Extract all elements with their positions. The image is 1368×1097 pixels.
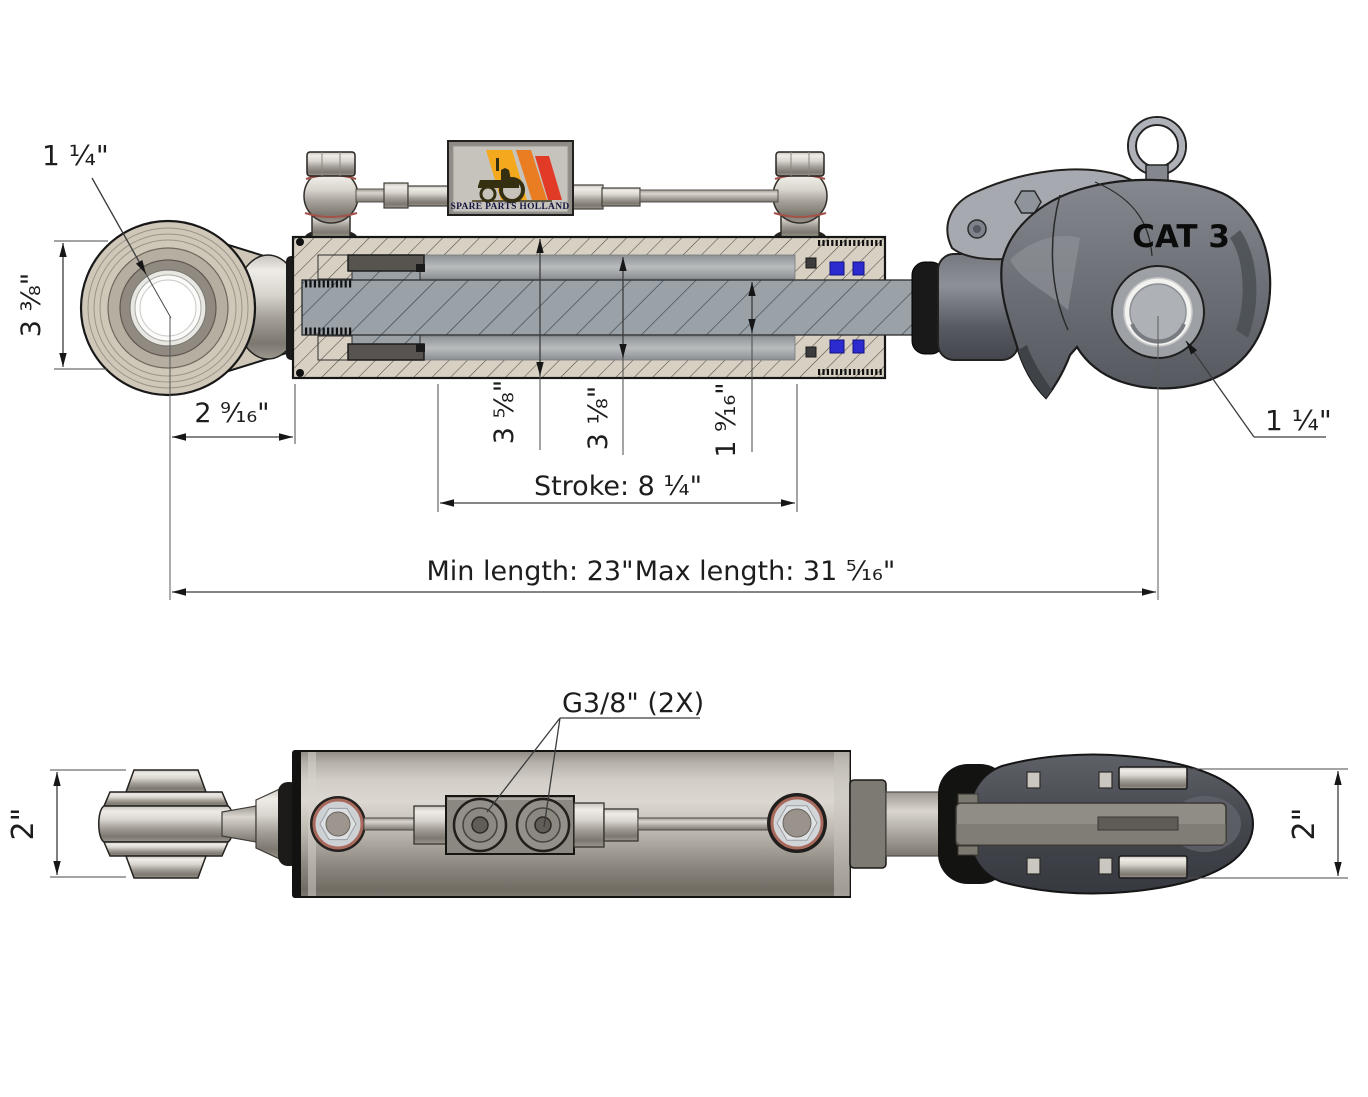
steel-pipe-right <box>639 189 779 203</box>
compression-nut-2 <box>572 184 604 210</box>
logo-stripe-red <box>535 156 562 200</box>
dim-bore: 3 ⅛" <box>583 386 614 450</box>
banjo-port-right-plan <box>767 793 827 853</box>
brand-logo-text: SPARE PARTS HOLLAND <box>450 202 569 212</box>
latch-stud <box>1026 771 1041 789</box>
compression-nut <box>383 182 409 209</box>
dim-max-length: Max length: 31 ⁵⁄₁₆" <box>635 556 895 587</box>
plan-view: 2" 2" G3/8" (2X) <box>6 688 1348 898</box>
banjo-port-left-plan <box>310 796 366 852</box>
piston-seal-bottom <box>347 343 425 361</box>
hook-plan <box>849 753 1255 895</box>
plan-dimensions: 2" 2" G3/8" (2X) <box>6 688 1348 879</box>
hook-pin-bottom <box>1118 855 1188 879</box>
gland-seal-1 <box>829 261 845 276</box>
logo-tractor-icon <box>472 158 552 203</box>
quick-hitch-hook: CAT 3 <box>911 116 1272 400</box>
logo-stripe-orange <box>516 150 547 200</box>
gland-seal-4 <box>852 339 865 354</box>
dim-eye-hole: 1 ¼" <box>42 139 109 172</box>
ball-end-plan <box>98 769 300 879</box>
cylinder-barrel-plan <box>292 750 851 898</box>
ball-housing <box>98 805 234 843</box>
piston-seal-top <box>347 254 425 272</box>
dim-hook-hole: 1 ¼" <box>1265 404 1332 437</box>
dim-ports-label: G3/8" (2X) <box>562 688 704 719</box>
dim-eye-offset: 2 ⁹⁄₁₆" <box>194 398 269 429</box>
brand-logo-plate: SPARE PARTS HOLLAND <box>447 140 574 216</box>
bore-surface-bottom <box>419 335 796 361</box>
banjo-hex-left <box>306 151 356 177</box>
piston-rod-section <box>301 279 919 336</box>
dim-ball-dia: 2" <box>6 808 41 841</box>
port-leader-1 <box>486 717 561 813</box>
dim-cylinder-od: 3 ⅝" <box>489 380 520 444</box>
gland-collar-plan <box>849 779 887 869</box>
gland-seal-3 <box>829 339 845 354</box>
hook-pin-top <box>1118 766 1188 790</box>
section-view: SPARE PARTS HOLLAND <box>16 116 1332 600</box>
rod-plan <box>885 791 943 857</box>
gland-seal-2 <box>852 261 865 276</box>
port-manifold <box>363 795 789 855</box>
steel-pipe-left <box>355 188 387 203</box>
dim-min-length: Min length: 23" <box>426 556 633 587</box>
ball-shaft <box>221 805 257 843</box>
dim-rod: 1 ⁹⁄₁₆" <box>711 382 742 457</box>
hook-category-label: CAT 3 <box>1132 219 1230 255</box>
hydraulic-hose-assembly: SPARE PARTS HOLLAND <box>303 140 828 245</box>
dim-stroke: Stroke: 8 ¼" <box>534 471 702 502</box>
cylinder-cross-section <box>291 235 919 380</box>
port-leader-2 <box>543 717 561 828</box>
dim-eye-od: 3 ⅜" <box>16 273 47 337</box>
section-dimensions: 3 ⅜" 1 ¼" 2 ⁹⁄₁₆" 3 ⅝" 3 ⅛" 1 ⁹⁄₁₆" Stro… <box>16 139 1332 600</box>
dim-hook-width: 2" <box>1287 808 1322 841</box>
bore-surface-top <box>419 254 796 280</box>
banjo-hex-right <box>775 151 825 177</box>
rod-eye-end <box>79 219 303 397</box>
